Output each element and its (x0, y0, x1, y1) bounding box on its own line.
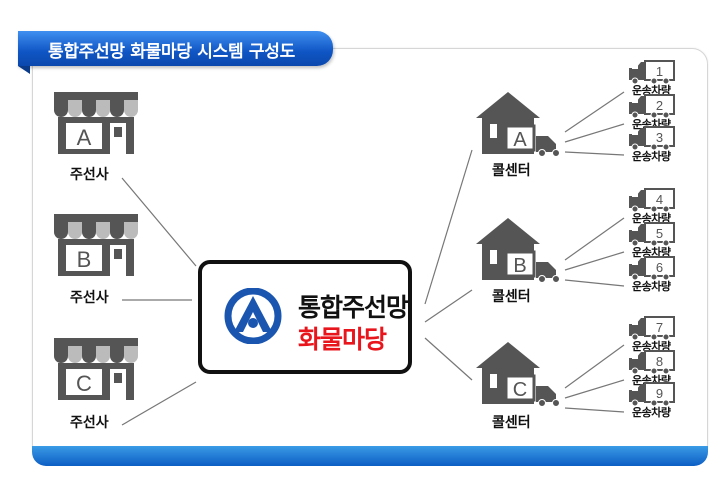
diagram-panel (32, 48, 708, 460)
call-center-c-icon: C (472, 340, 564, 410)
link-broker-a (121, 177, 197, 267)
truck-5: 5 (628, 222, 676, 250)
link-broker-c (121, 381, 197, 426)
call-center-b-label: 콜센터 (492, 289, 531, 305)
call-center-c-letter: C (513, 379, 527, 401)
truck-number: 5 (656, 226, 663, 241)
broker-c-letter: C (76, 371, 92, 396)
truck-number: 7 (656, 320, 663, 335)
center-subtitle: 화물마당 (298, 325, 387, 354)
truck-6-label: 운송차량 (632, 280, 671, 293)
truck-icon: 5 (629, 222, 675, 247)
truck-icon: 1 (629, 60, 675, 85)
truck-4: 4 (628, 188, 676, 216)
link-cc-c-truck-7 (564, 344, 625, 389)
call-center-a-letter: A (513, 129, 527, 151)
truck-number: 6 (656, 260, 663, 275)
panel-bottom-bar (32, 446, 708, 466)
link-cc-a-truck-1 (564, 91, 625, 133)
broker-b-letter: B (77, 247, 92, 272)
truck-6: 6 (628, 256, 676, 284)
truck-icon: 8 (629, 350, 675, 375)
link-cc-c-truck-8 (564, 379, 625, 399)
call-center-b-icon: B (472, 216, 564, 286)
truck-2: 2 (628, 94, 676, 122)
broker-b-store-icon: B (52, 214, 142, 276)
broker-b-label: 주선사 (70, 290, 109, 306)
center-platform-box: 통합주선망 화물마당 (198, 260, 412, 374)
page-title: 통합주선망 화물마당 시스템 구성도 (48, 42, 295, 62)
truck-number: 9 (656, 386, 663, 401)
truck-3-label: 운송차량 (632, 150, 671, 163)
broker-a-store-icon: A (52, 92, 142, 154)
truck-5-label: 운송차량 (632, 246, 671, 259)
link-center-cc-a (424, 149, 473, 305)
truck-7: 7 (628, 316, 676, 344)
link-center-cc-b (424, 289, 473, 323)
truck-9: 9 (628, 382, 676, 410)
broker-c-store-icon: C (52, 338, 142, 400)
truck-icon: 6 (629, 256, 675, 281)
truck-3: 3 (628, 126, 676, 154)
truck-number: 4 (656, 192, 663, 207)
link-cc-b-truck-4 (564, 217, 625, 261)
platform-logo-icon (224, 288, 282, 344)
link-center-cc-c (424, 337, 473, 381)
truck-number: 3 (656, 130, 663, 145)
truck-icon: 7 (629, 316, 675, 341)
call-center-c-label: 콜센터 (492, 415, 531, 431)
broker-a-label: 주선사 (70, 167, 109, 183)
call-center-a-icon: A (472, 90, 564, 160)
call-center-b-letter: B (513, 255, 526, 277)
center-title: 통합주선망 (298, 293, 409, 322)
truck-7-label: 운송차량 (632, 340, 671, 353)
title-banner: 통합주선망 화물마당 시스템 구성도 (18, 31, 333, 74)
banner-fold (18, 66, 30, 74)
truck-1: 1 (628, 60, 676, 88)
call-center-a-label: 콜센터 (492, 163, 531, 179)
truck-number: 2 (656, 98, 663, 113)
link-cc-a-truck-2 (564, 123, 625, 143)
truck-icon: 9 (629, 382, 675, 407)
link-cc-b-truck-5 (564, 251, 625, 271)
broker-c-label: 주선사 (70, 415, 109, 431)
truck-9-label: 운송차량 (632, 406, 671, 419)
truck-icon: 2 (629, 94, 675, 119)
link-cc-c-truck-9 (564, 407, 625, 413)
truck-number: 8 (656, 354, 663, 369)
truck-number: 1 (656, 64, 663, 79)
truck-4-label: 운송차량 (632, 212, 671, 225)
truck-icon: 3 (629, 126, 675, 151)
broker-a-letter: A (77, 125, 92, 150)
truck-icon: 4 (629, 188, 675, 213)
truck-1-label: 운송차량 (632, 84, 671, 97)
truck-8: 8 (628, 350, 676, 378)
link-cc-a-truck-3 (564, 151, 625, 156)
link-cc-b-truck-6 (564, 279, 625, 287)
